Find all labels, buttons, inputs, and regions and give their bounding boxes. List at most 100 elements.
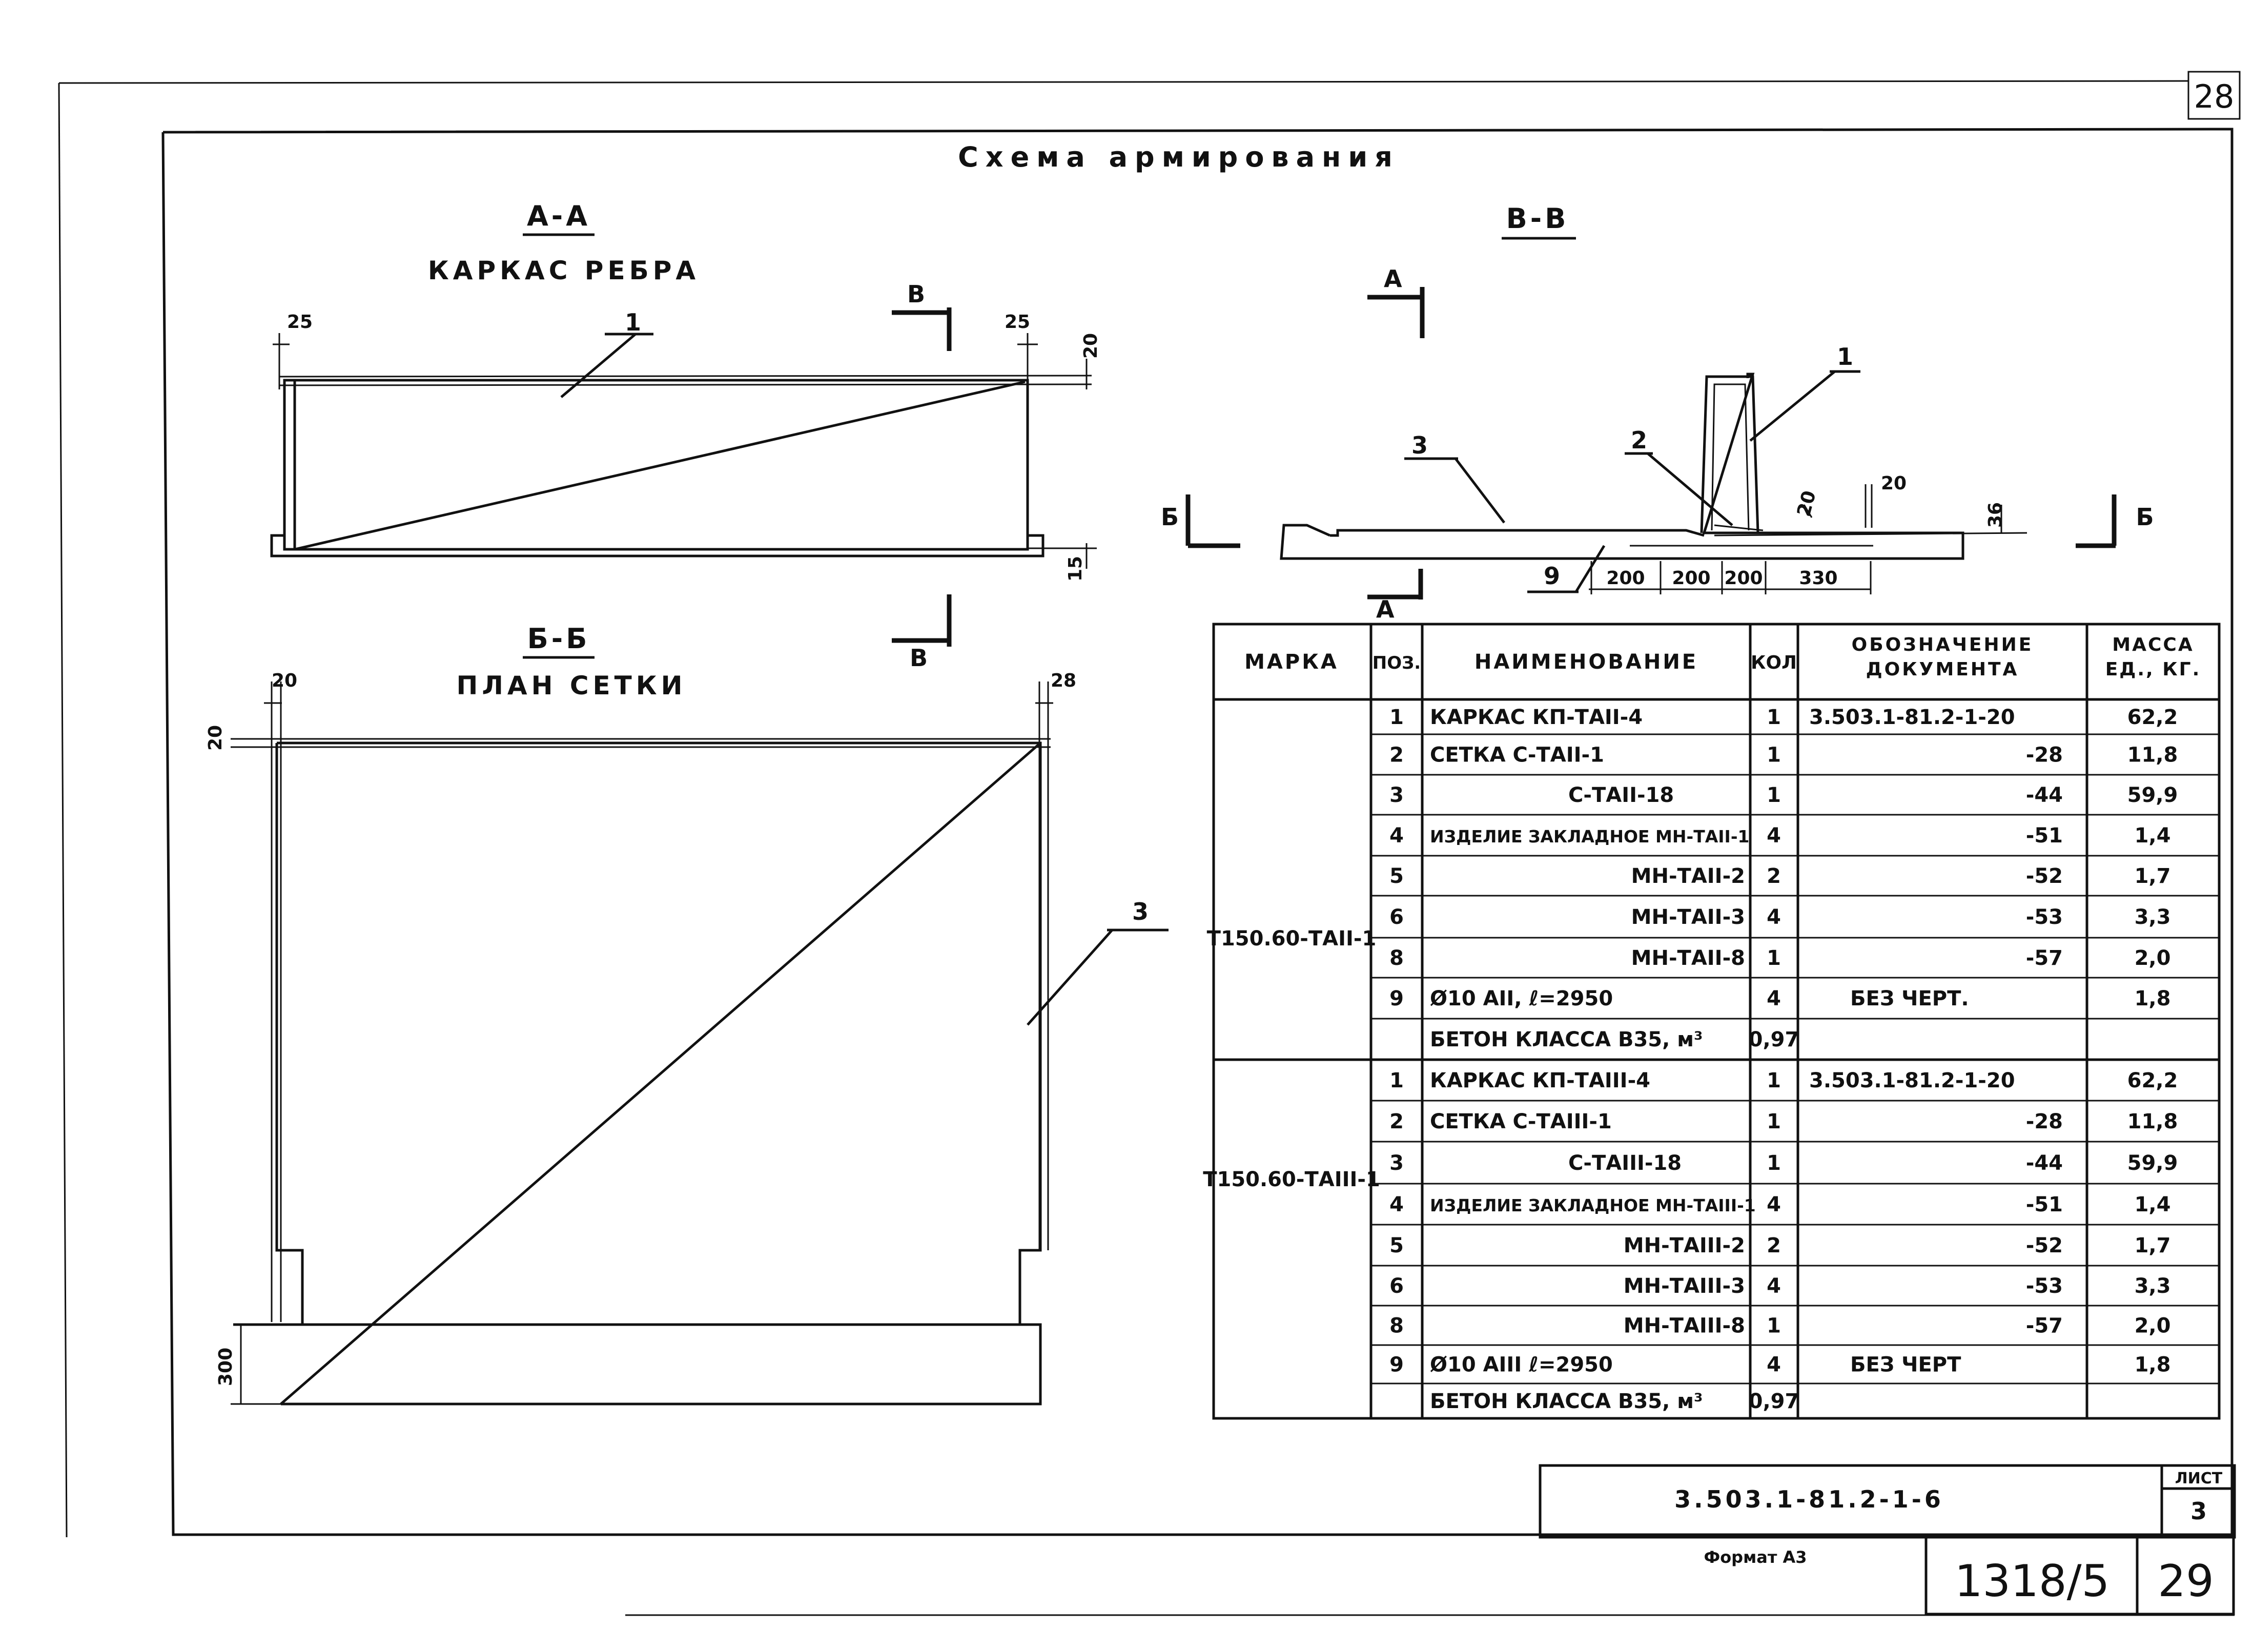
aa-position-1: 1 bbox=[625, 308, 641, 336]
vv-dim-tip: 20 bbox=[1881, 473, 1907, 494]
row-qty: 0,97 bbox=[1749, 1390, 1799, 1413]
row-doc: -57 bbox=[2026, 946, 2063, 970]
title-block-code: 3.503.1-81.2-1-6 bbox=[1674, 1485, 1944, 1513]
header-qty: КОЛ bbox=[1751, 652, 1797, 673]
vv-dim-slab: 36 bbox=[1985, 502, 2006, 528]
row-doc: -28 bbox=[2026, 1110, 2063, 1133]
row-qty: 1 bbox=[1767, 1151, 1781, 1175]
row-name: С-ТАIII-18 bbox=[1568, 1151, 1682, 1175]
drawing-title: Схема армирования bbox=[958, 141, 1400, 173]
row-name: МН-ТАIII-3 bbox=[1624, 1274, 1745, 1298]
row-doc: -51 bbox=[2026, 824, 2063, 848]
row-name: С-ТАII-18 bbox=[1568, 783, 1674, 807]
row-name: СЕТКА С-ТАII-1 bbox=[1430, 744, 1604, 767]
vv-cut-a-bottom: А bbox=[1376, 595, 1395, 623]
archive-number: 1318/5 bbox=[1955, 1556, 2110, 1607]
aa-dim-left: 25 bbox=[287, 312, 313, 333]
group-2-mark: Т150.60-ТАIII-1 bbox=[1203, 1168, 1380, 1191]
row-doc: 3.503.1-81.2-1-20 bbox=[1809, 1069, 2015, 1092]
section-aa-label: А-А bbox=[527, 200, 590, 232]
aa-dim-right: 25 bbox=[1005, 312, 1030, 333]
row-mass: 62,2 bbox=[2127, 1069, 2178, 1092]
section-bb-subtitle: ПЛАН СЕТКИ bbox=[457, 671, 687, 700]
header-doc-cell: ОБОЗНАЧЕНИЕ ДОКУМЕНТА bbox=[1851, 634, 2034, 680]
header-name: НАИМЕНОВАНИЕ bbox=[1474, 650, 1698, 674]
row-pos: 9 bbox=[1389, 1353, 1404, 1377]
bb-dim-left: 20 bbox=[272, 670, 297, 691]
row-pos: 9 bbox=[1389, 987, 1404, 1010]
row-name: МН-ТАII-2 bbox=[1631, 864, 1745, 888]
row-pos: 1 bbox=[1389, 706, 1404, 729]
vv-cut-b-right: Б bbox=[2136, 503, 2154, 531]
aa-cut-mark-top: В bbox=[907, 280, 925, 308]
row-qty: 1 bbox=[1767, 946, 1781, 970]
row-qty: 1 bbox=[1767, 706, 1781, 729]
vv-spacing-1: 200 bbox=[1606, 568, 1645, 589]
row-qty: 4 bbox=[1767, 905, 1781, 929]
row-mass: 1,4 bbox=[2135, 1193, 2171, 1216]
section-aa-subtitle: КАРКАС РЕБРА bbox=[428, 256, 700, 285]
corner-number: 28 bbox=[2194, 78, 2235, 115]
vv-position-2: 2 bbox=[1631, 426, 1647, 454]
row-name: МН-ТАIII-2 bbox=[1624, 1234, 1745, 1257]
row-pos: 4 bbox=[1389, 1193, 1404, 1216]
row-qty: 1 bbox=[1767, 783, 1781, 807]
bb-dim-right: 28 bbox=[1051, 670, 1076, 691]
row-qty: 0,97 bbox=[1749, 1028, 1799, 1051]
page-number: 29 bbox=[2158, 1556, 2214, 1607]
row-name: МН-ТАII-3 bbox=[1631, 905, 1745, 929]
row-qty: 1 bbox=[1767, 744, 1781, 767]
row-name: МН-ТАIII-8 bbox=[1624, 1314, 1745, 1338]
sheet-number: 3 bbox=[2190, 1497, 2207, 1525]
row-name: БЕТОН КЛАССА В35, м³ bbox=[1430, 1028, 1703, 1051]
section-bb-label: Б-Б bbox=[527, 623, 590, 655]
row-qty: 2 bbox=[1767, 1234, 1781, 1257]
row-doc: -52 bbox=[2026, 864, 2063, 888]
row-mass: 1,7 bbox=[2135, 864, 2171, 888]
row-doc: -28 bbox=[2026, 744, 2063, 767]
row-name: СЕТКА С-ТАIII-1 bbox=[1430, 1110, 1612, 1133]
vv-cut-a-top: А bbox=[1384, 265, 1402, 293]
section-bb: Б-Б ПЛАН СЕТКИ 20 28 20 300 3 bbox=[205, 623, 1169, 1406]
row-doc: -57 bbox=[2026, 1314, 2063, 1338]
row-name: ИЗДЕЛИЕ ЗАКЛАДНОЕ МН-ТАIII-1 bbox=[1430, 1195, 1756, 1215]
vv-cut-b-left: Б bbox=[1161, 503, 1179, 531]
row-pos: 5 bbox=[1389, 1234, 1404, 1257]
bb-dim-bottom: 300 bbox=[215, 1348, 236, 1386]
row-qty: 4 bbox=[1767, 1193, 1781, 1216]
title-block: 3.503.1-81.2-1-6 ЛИСТ 3 Формат А3 1318/5… bbox=[1539, 1464, 2236, 1616]
row-doc: -44 bbox=[2026, 783, 2063, 807]
row-name: Ø10 АIII ℓ=2950 bbox=[1430, 1353, 1613, 1377]
row-mass: 2,0 bbox=[2135, 946, 2171, 970]
section-aa: А-А КАРКАС РЕБРА 25 25 20 15 1 В В bbox=[270, 200, 1101, 672]
row-doc: БЕЗ ЧЕРТ. bbox=[1850, 987, 1969, 1010]
header-mark: МАРКА bbox=[1244, 650, 1339, 674]
row-pos: 2 bbox=[1389, 744, 1404, 767]
vv-dim-rib: 20 bbox=[1793, 488, 1820, 519]
row-qty: 4 bbox=[1767, 1353, 1781, 1377]
row-pos: 5 bbox=[1389, 864, 1404, 888]
row-name: ИЗДЕЛИЕ ЗАКЛАДНОЕ МН-ТАII-1 bbox=[1430, 827, 1749, 846]
vv-spacing-3: 200 bbox=[1724, 568, 1763, 589]
row-doc: -53 bbox=[2026, 905, 2063, 929]
row-name: БЕТОН КЛАССА В35, м³ bbox=[1430, 1390, 1703, 1413]
aa-dim-top: 20 bbox=[1080, 333, 1101, 359]
format-label: Формат А3 bbox=[1704, 1547, 1807, 1567]
row-qty: 4 bbox=[1767, 987, 1781, 1010]
row-doc: 3.503.1-81.2-1-20 bbox=[1809, 706, 2015, 729]
row-qty: 1 bbox=[1767, 1110, 1781, 1133]
section-vv-label: В-В bbox=[1506, 202, 1569, 235]
vv-position-3: 3 bbox=[1411, 431, 1428, 459]
bb-dim-top: 20 bbox=[205, 725, 226, 751]
row-mass: 3,3 bbox=[2135, 905, 2171, 929]
row-mass: 11,8 bbox=[2127, 1110, 2178, 1133]
row-doc: -52 bbox=[2026, 1234, 2063, 1257]
row-doc: -53 bbox=[2026, 1274, 2063, 1298]
vv-spacing-4: 330 bbox=[1799, 568, 1837, 589]
row-mass: 1,4 bbox=[2135, 824, 2171, 848]
row-mass: 59,9 bbox=[2127, 1151, 2178, 1175]
row-pos: 1 bbox=[1389, 1069, 1404, 1092]
row-mass: 1,8 bbox=[2135, 1353, 2171, 1377]
section-vv: В-В 200 200 200 330 20 20 36 1 bbox=[1161, 202, 2154, 623]
